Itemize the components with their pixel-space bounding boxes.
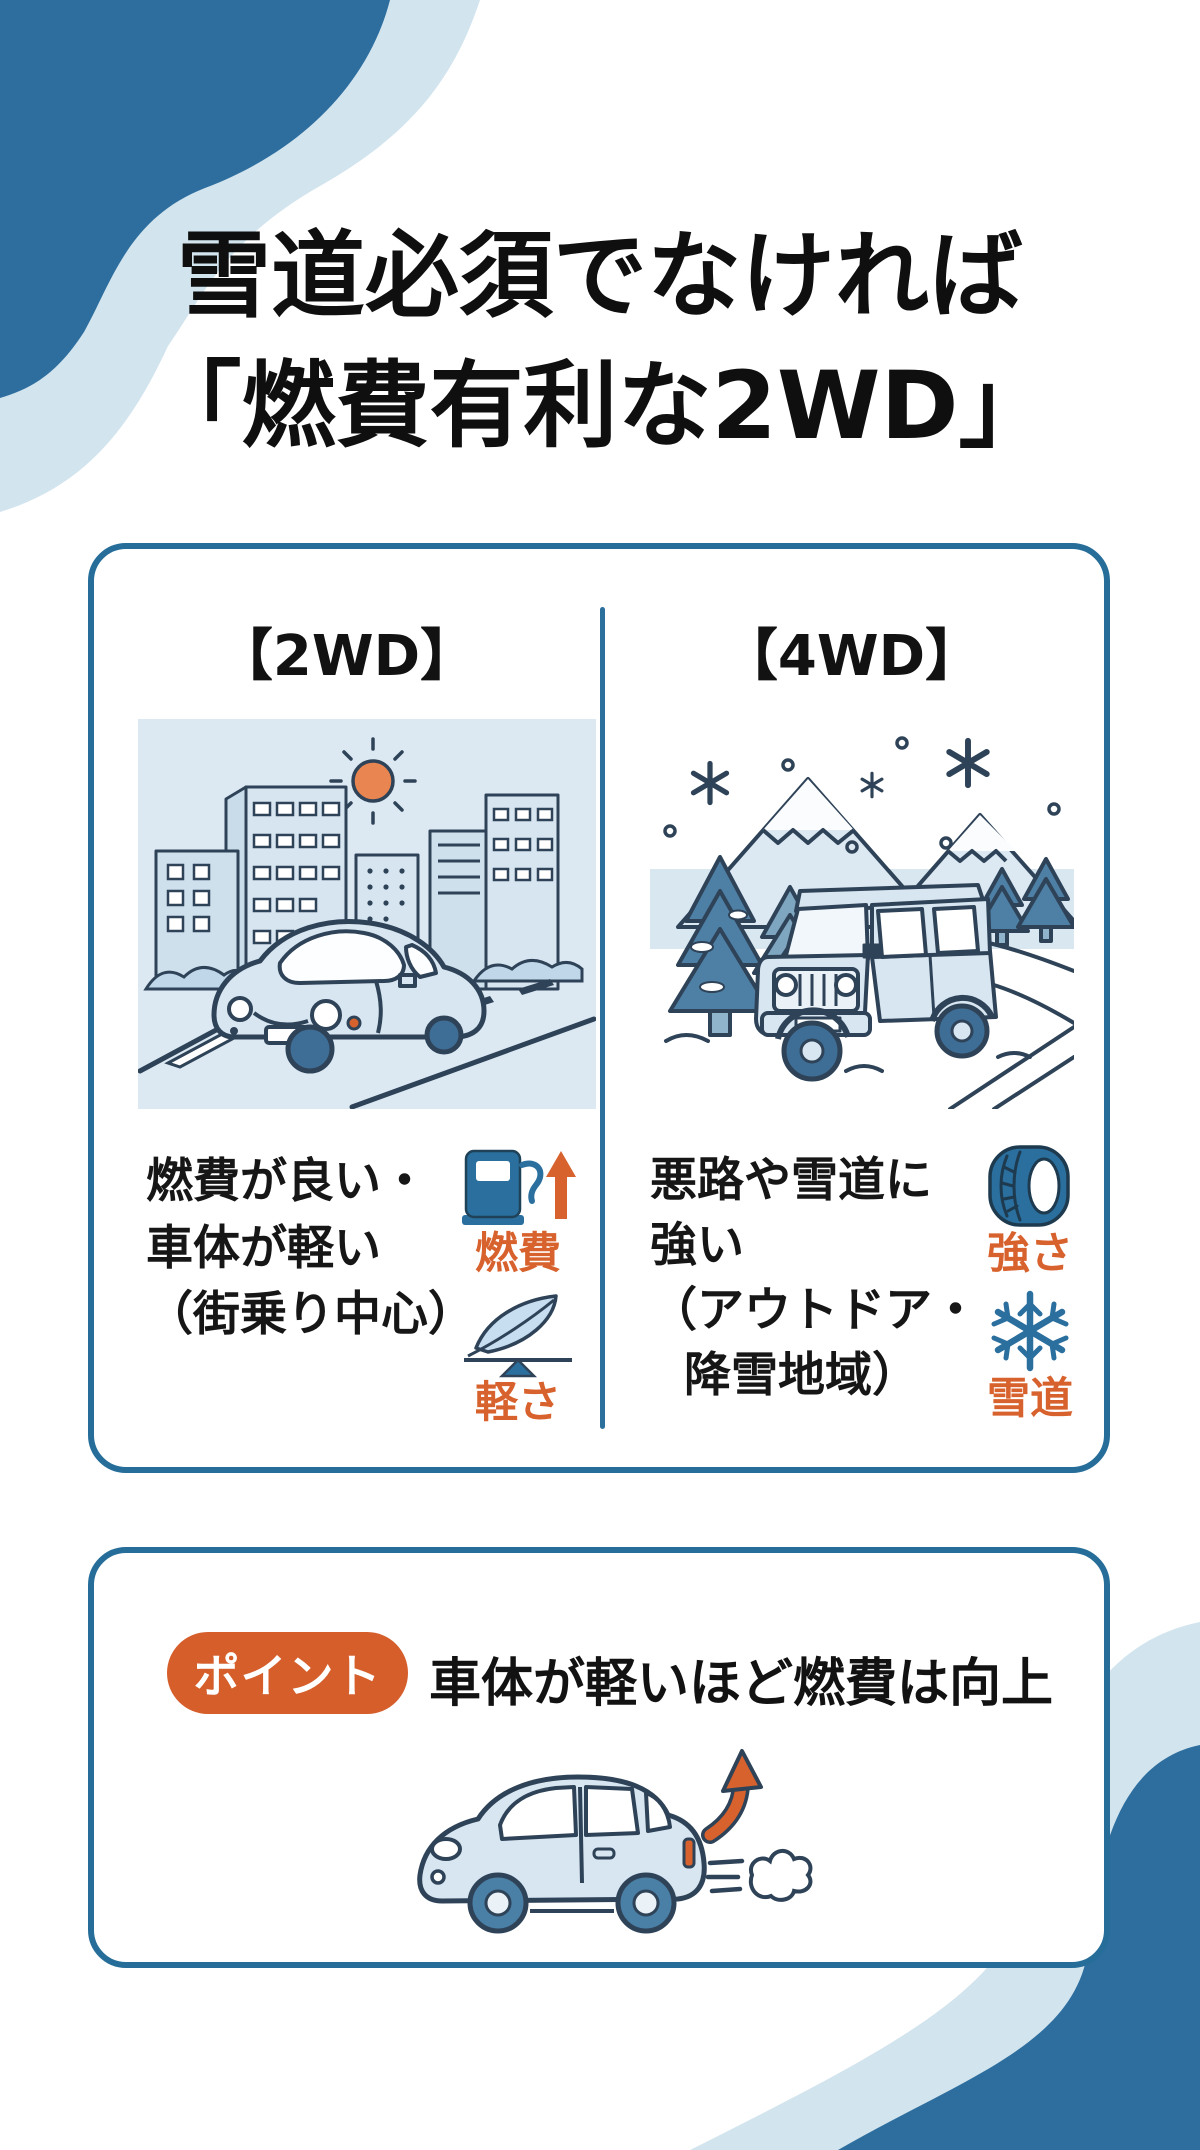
column-header-4wd: 【4WD】 [721,624,982,689]
page-title: 雪道必須でなければ 「燃費有利な2WD」 [0,212,1200,471]
comparison-card: 【2WD】 【4WD】 [88,543,1110,1473]
description-4wd-line: （アウトドア・ [650,1282,979,1338]
snowflake-icon [991,1291,1069,1372]
city-drive-illustration [138,719,596,1109]
description-4wd-line: 悪路や雪道に [650,1153,932,1208]
top-left-dark-wave [0,0,390,398]
column-header-2wd: 【2WD】 [216,624,477,689]
description-4wd: 悪路や雪道に 強い （アウトドア・ 降雪地域） [650,1149,979,1408]
title-line-1: 雪道必須でなければ [176,222,1023,331]
description-4wd-line: 強い [650,1217,744,1273]
metrics-4wd: 強さ 雪道 [962,1143,1098,1434]
metric-label-fuel: 燃費 [475,1229,561,1279]
metric-label-snow-road: 雪道 [987,1374,1073,1425]
column-divider [600,607,605,1429]
feather-balance-icon [464,1294,572,1378]
description-4wd-line: 降雪地域） [684,1347,919,1403]
snow-suv-illustration [650,736,1074,1109]
title-line-2: 「燃費有利な2WD」 [147,351,1053,461]
description-2wd-line: 燃費が良い・ [146,1154,428,1209]
description-2wd-line: 車体が軽い [146,1220,381,1276]
point-badge: ポイント [167,1632,408,1714]
fuel-pump-arrow-up-icon [462,1149,576,1225]
point-text: 車体が軽いほど燃費は向上 [429,1654,1054,1714]
description-2wd: 燃費が良い・ 車体が軽い （街乗り中心） [146,1149,475,1349]
metrics-2wd: 燃費 軽さ [450,1143,586,1438]
metric-label-lightness: 軽さ [475,1378,561,1429]
tire-icon [988,1145,1070,1227]
light-car-speed-up-illustration [417,1749,813,1934]
description-2wd-line: （街乗り中心） [146,1287,475,1343]
metric-label-strength: 強さ [987,1229,1073,1279]
point-card: ポイント 車体が軽いほど燃費は向上 [88,1547,1110,1968]
